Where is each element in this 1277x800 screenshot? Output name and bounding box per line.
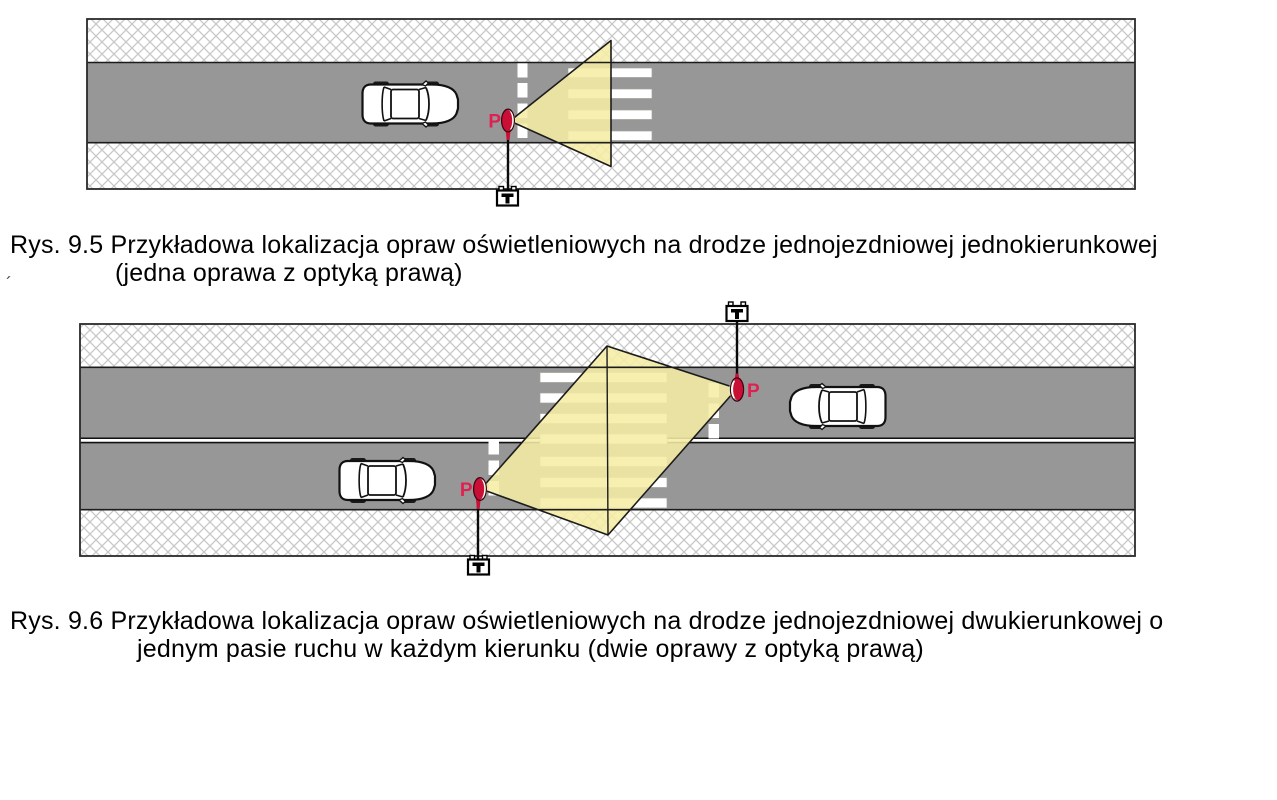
car-icon xyxy=(361,79,460,129)
fig96-border xyxy=(79,323,1136,557)
figure-9-6-caption-line1: Rys. 9.6 Przykładowa lokalizacja opraw o… xyxy=(10,607,1164,635)
luminaire-icon xyxy=(733,378,744,401)
figure-9-5-caption-line2: (jedna oprawa z optyką prawą) xyxy=(115,259,463,287)
luminaire-icon xyxy=(473,478,485,500)
car-icon xyxy=(338,456,437,505)
stray-mark: ´ xyxy=(6,274,12,294)
fig96-luminaire-right: P xyxy=(725,300,760,402)
fig95-border xyxy=(86,18,1136,190)
luminaire-icon xyxy=(501,109,513,132)
light-beam-icon xyxy=(509,39,612,168)
fig95-road-edges xyxy=(87,61,1135,144)
luminaire-label: P xyxy=(747,381,760,402)
luminaire-label: P xyxy=(488,112,501,133)
car-icon xyxy=(788,382,887,431)
figure-9-6-caption: Rys. 9.6 Przykładowa lokalizacja opraw o… xyxy=(10,607,1163,663)
figure-9-5-caption-line1: Rys. 9.5 Przykładowa lokalizacja opraw o… xyxy=(10,231,1158,259)
figure-9-5-caption: Rys. 9.5 Przykładowa lokalizacja opraw o… xyxy=(10,231,1158,287)
fig95-luminaire: P xyxy=(488,108,520,207)
fig96-road-edges xyxy=(80,366,1135,511)
figure-9-6-diagram: P P xyxy=(79,300,1136,576)
pole-base-icon xyxy=(725,300,749,323)
beam-divider-line xyxy=(606,345,609,536)
figure-9-6-caption-line2: jednym pasie ruchu w każdym kierunku (dw… xyxy=(137,635,924,663)
figure-9-5-diagram: P xyxy=(86,18,1136,207)
luminaire-label: P xyxy=(460,480,473,501)
fig96-luminaire-left: P xyxy=(460,477,491,576)
